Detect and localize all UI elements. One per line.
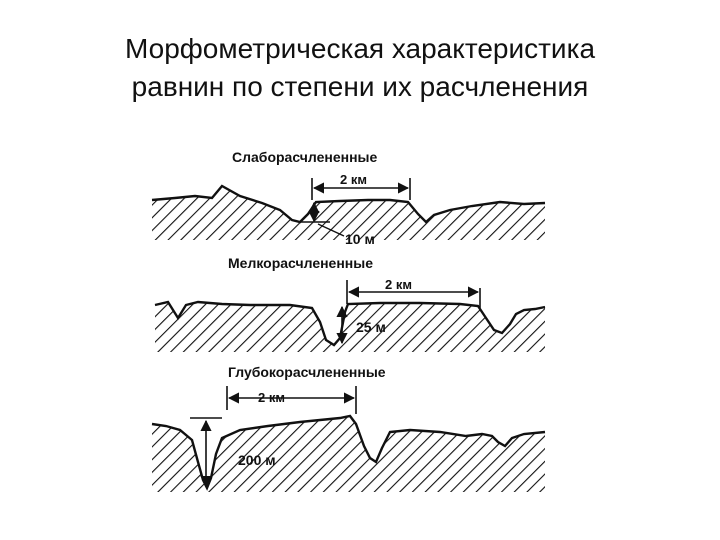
panel-3-label: Глубокорасчлененные bbox=[228, 364, 386, 380]
panel-1-depth-label: 10 м bbox=[345, 231, 375, 247]
panel-1-width-label: 2 км bbox=[340, 172, 367, 187]
panel-slightly-dissected: Слаборасчлененные 2 км 10 м bbox=[152, 149, 545, 247]
panel-2-terrain bbox=[155, 302, 545, 352]
panel-2-label: Мелкорасчлененные bbox=[228, 255, 373, 271]
panel-2-depth-label: 25 м bbox=[356, 319, 386, 335]
panel-deeply-dissected: Глубокорасчлененные 2 км 200 м bbox=[152, 364, 545, 492]
panel-3-depth-label: 200 м bbox=[238, 452, 276, 468]
panel-2-width-label: 2 км bbox=[385, 277, 412, 292]
panel-1-label: Слаборасчлененные bbox=[232, 149, 377, 165]
panel-3-width-label: 2 км bbox=[258, 390, 285, 405]
panel-finely-dissected: Мелкорасчлененные 2 км 25 м bbox=[155, 255, 545, 352]
